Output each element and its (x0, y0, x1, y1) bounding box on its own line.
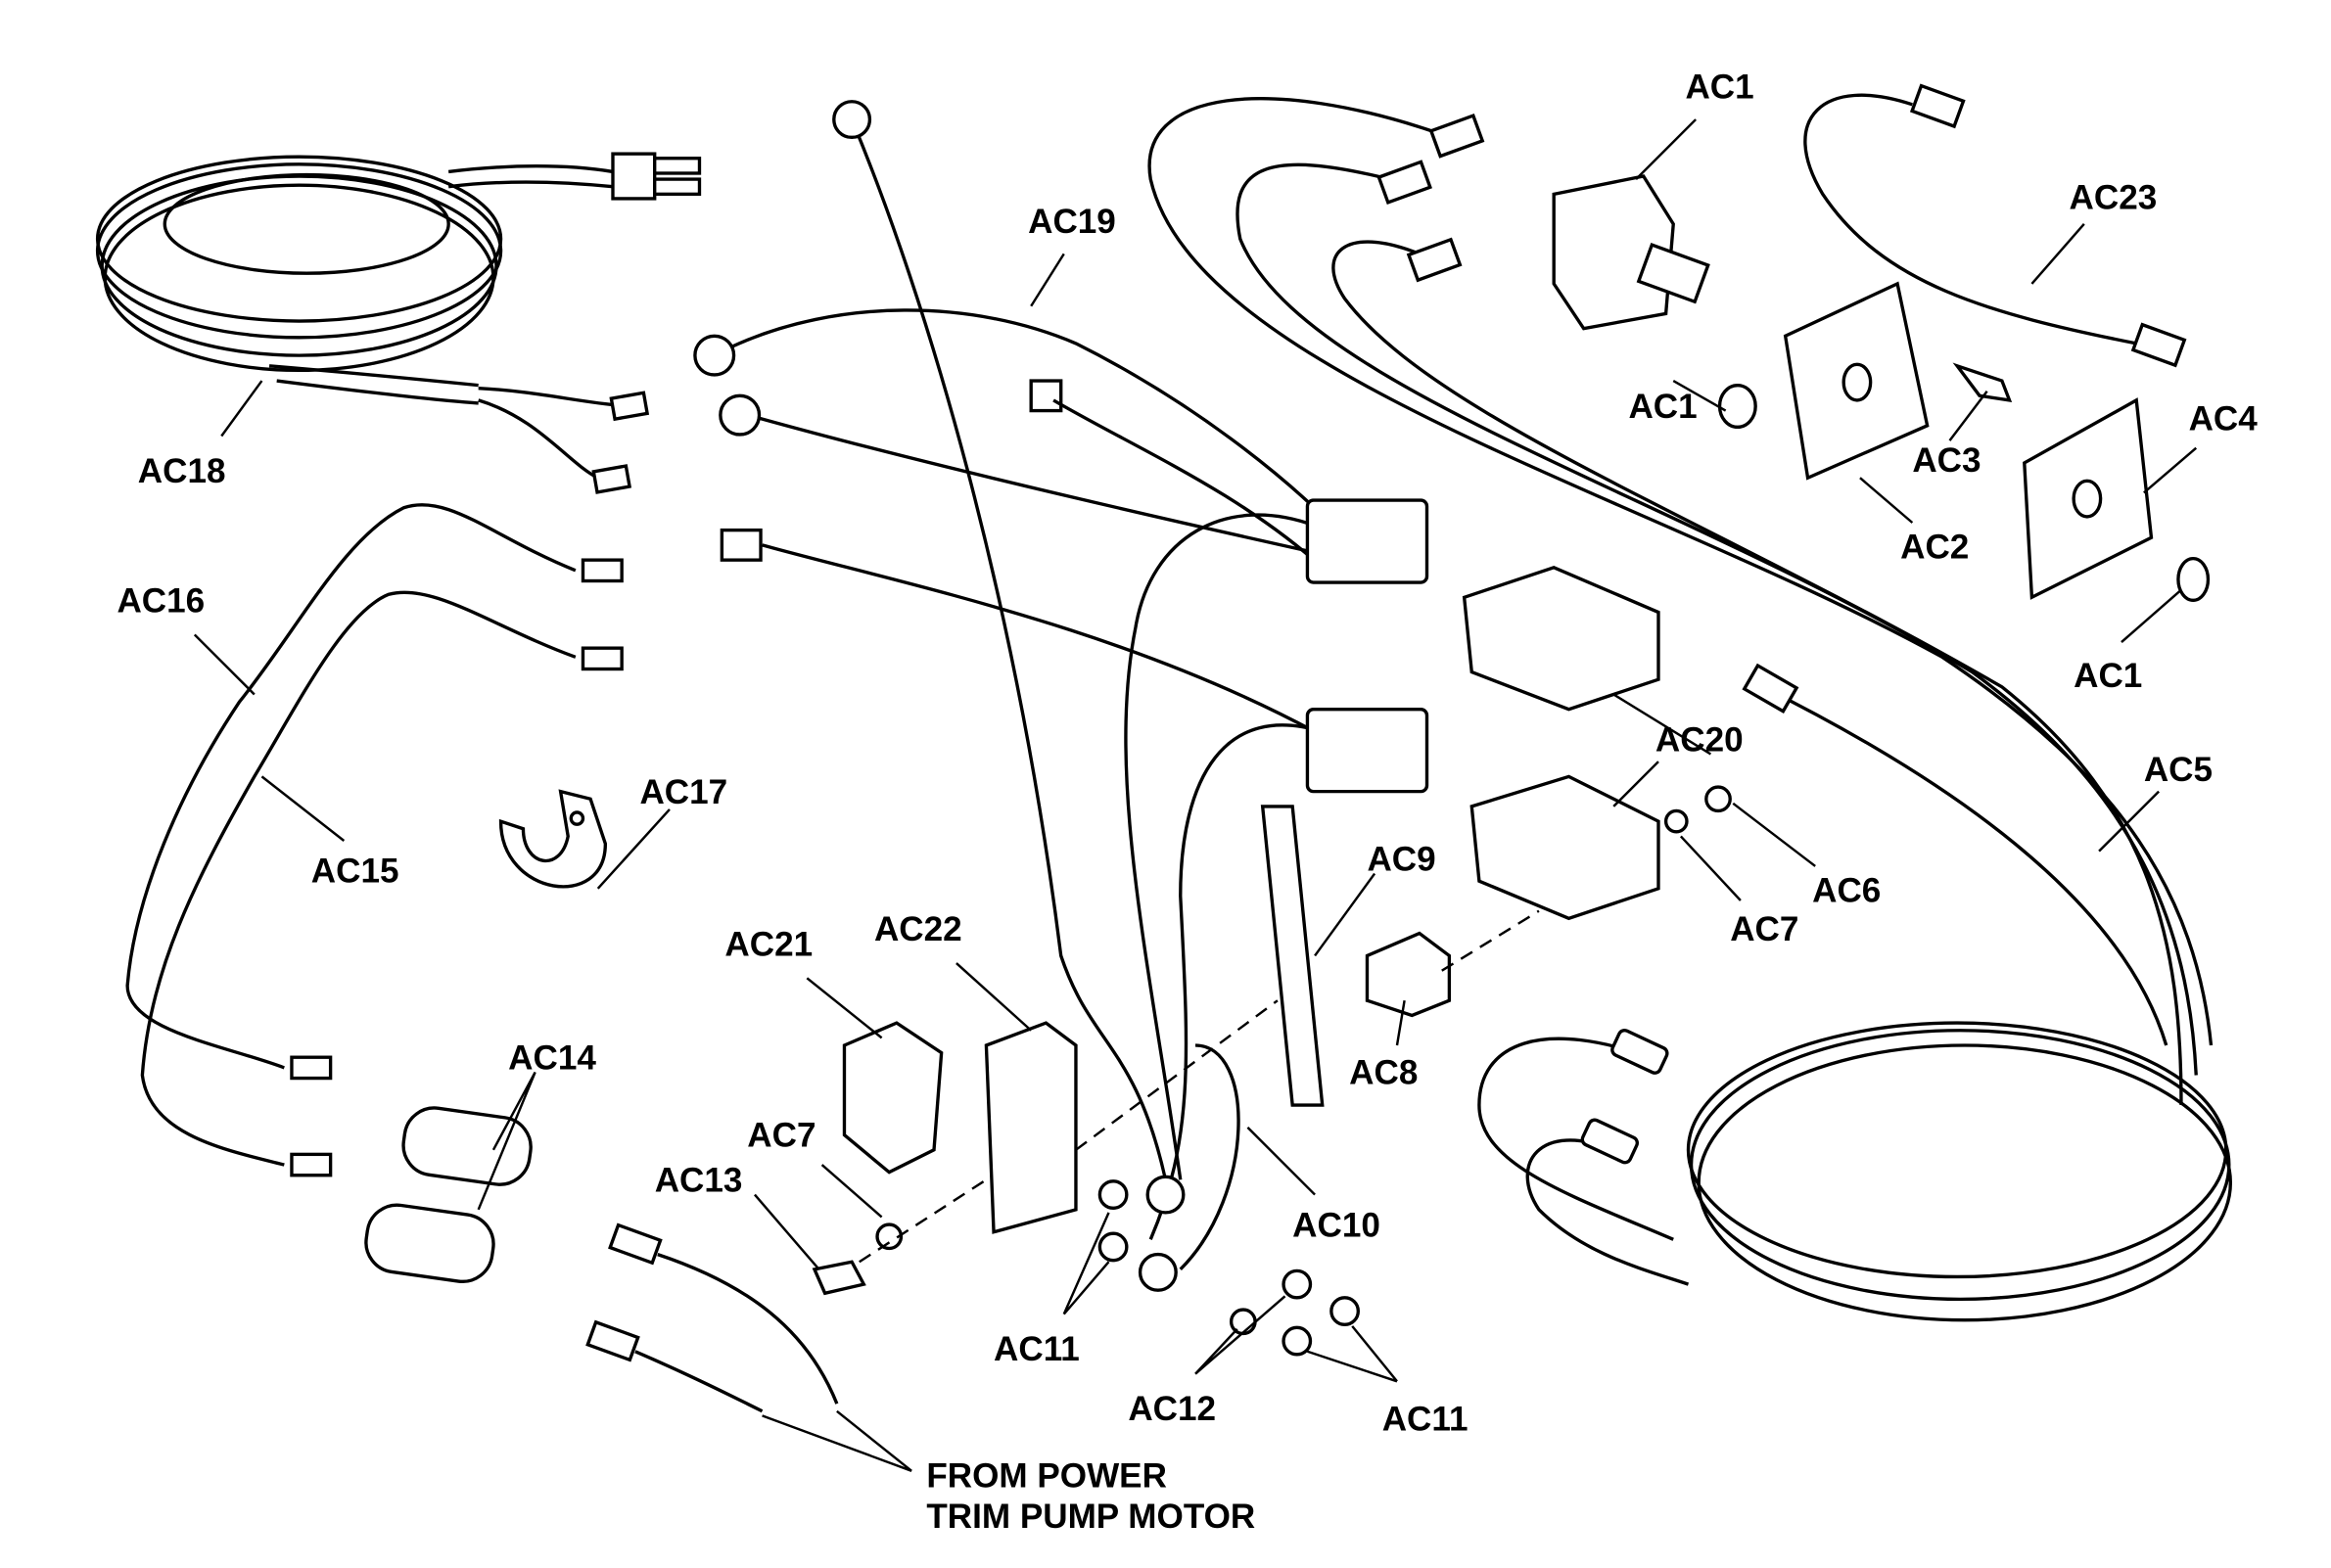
clamp-ac17 (498, 789, 608, 889)
note-from-power: FROM POWER (926, 1457, 1167, 1496)
label-ac15: AC15 (311, 853, 399, 891)
leader-lines (193, 118, 2198, 1472)
wire-ac23 (1803, 83, 2187, 368)
harness-ac5 (1147, 97, 2233, 1322)
label-ac13: AC13 (655, 1162, 743, 1200)
relays-ac20 (1462, 565, 1660, 921)
label-ac3: AC3 (1912, 441, 1981, 480)
cable-coil-ac18 (95, 152, 702, 494)
label-ac20: AC20 (1655, 720, 1744, 759)
toggle-switch-ac1 (1552, 174, 2211, 603)
label-ac5: AC5 (2144, 751, 2213, 789)
label-ac10: AC10 (1292, 1206, 1380, 1244)
label-ac2: AC2 (1900, 529, 1969, 567)
butt-connectors-ac14 (364, 1106, 533, 1284)
label-ac22: AC22 (874, 910, 962, 948)
wire-ac16-ac15 (125, 503, 624, 1177)
plates-ac2-ac4 (1783, 281, 2154, 600)
label-ac17: AC17 (639, 773, 727, 811)
label-ac14: AC14 (508, 1038, 596, 1077)
label-ac8: AC8 (1349, 1054, 1418, 1092)
label-ac7-right: AC7 (1730, 910, 1798, 948)
label-ac6: AC6 (1812, 872, 1881, 910)
mounting-hardware (812, 785, 1732, 1357)
note-trim-pump-motor: TRIM PUMP MOTOR (926, 1498, 1255, 1536)
label-ac7-left: AC7 (747, 1117, 816, 1155)
label-ac12: AC12 (1128, 1390, 1216, 1428)
label-ac11-left: AC11 (994, 1330, 1080, 1368)
label-ac1-washer: AC1 (2074, 657, 2142, 695)
label-ac18: AC18 (138, 452, 226, 490)
label-ac1-nut: AC1 (1628, 388, 1697, 426)
label-ac16: AC16 (117, 582, 205, 621)
label-ac19: AC19 (1028, 203, 1116, 241)
label-ac23: AC23 (2070, 179, 2158, 217)
trim-pump-wires (585, 1222, 839, 1413)
label-ac9: AC9 (1367, 840, 1435, 878)
part-labels: AC1 AC23 AC19 AC1 AC3 AC4 AC18 AC2 AC16 … (117, 69, 2258, 1536)
label-ac21: AC21 (724, 925, 813, 963)
harness-ac19 (693, 100, 1429, 1292)
label-ac1-top: AC1 (1685, 69, 1753, 107)
label-ac11-right: AC11 (1382, 1401, 1469, 1439)
label-ac4: AC4 (2189, 399, 2259, 438)
